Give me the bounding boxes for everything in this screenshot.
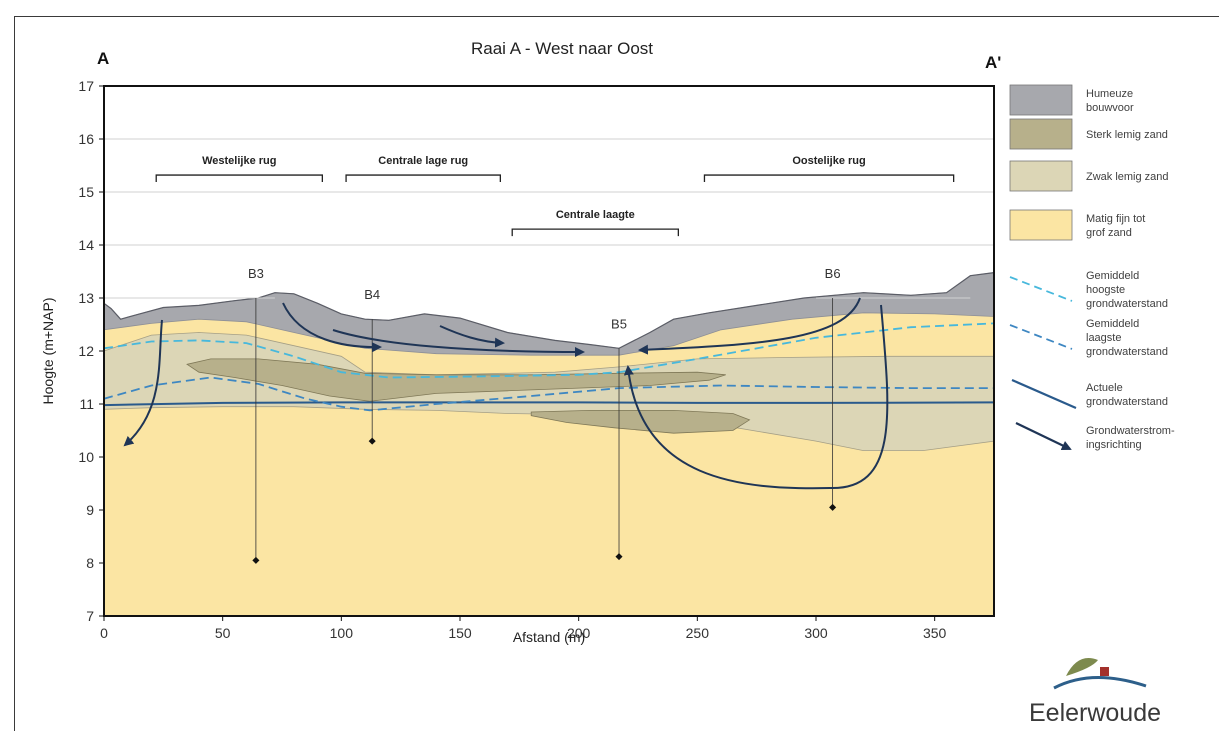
logo-hill-mark — [1066, 658, 1098, 676]
chart-title: Raai A - West naar Oost — [471, 39, 653, 58]
zone-label-4: Oostelijke rug — [792, 155, 865, 167]
x-tick-label-50: 50 — [215, 625, 231, 641]
y-axis-label: Hoogte (m+NAP) — [40, 298, 56, 405]
borehole-end-b4 — [368, 437, 376, 445]
x-tick-label-300: 300 — [804, 625, 828, 641]
plot-layers — [103, 272, 995, 616]
legend-label-grondwaterstromingsrichting: Grondwaterstrom-ingsrichting — [1086, 425, 1175, 451]
legend-label-sterk-lemig-zand: Sterk lemig zand — [1086, 129, 1168, 141]
borehole-end-b5 — [615, 553, 623, 561]
frame-top-border — [14, 16, 1219, 17]
section-start-label: A — [97, 49, 109, 68]
borehole-label-b6: B6 — [825, 266, 841, 281]
y-tick-label-7: 7 — [86, 608, 94, 624]
y-tick-label-9: 9 — [86, 502, 94, 518]
legend-label-zwak-lemig-zand: Zwak lemig zand — [1086, 171, 1169, 183]
x-axis-label: Afstand (m) — [513, 629, 585, 645]
legend-swatch-gemiddeld-laagste-grondwaterstand — [1009, 324, 1073, 350]
legend-swatch-grondwaterstromingsrichting — [1015, 422, 1072, 451]
frame-left-border — [14, 16, 15, 731]
y-tick-label-13: 13 — [78, 290, 94, 306]
zone-label-3: Centrale laagte — [556, 209, 635, 221]
y-tick-label-16: 16 — [78, 131, 94, 147]
grid-lines — [104, 138, 994, 299]
y-tick-label-8: 8 — [86, 555, 94, 571]
zone-label-2: Centrale lage rug — [378, 155, 468, 167]
x-tick-label-150: 150 — [448, 625, 472, 641]
section-end-label: A' — [985, 53, 1001, 72]
y-tick-label-12: 12 — [78, 343, 94, 359]
y-tick-label-14: 14 — [78, 237, 94, 253]
x-tick-label-0: 0 — [100, 625, 108, 641]
legend-swatch-actuele-grondwaterstand — [1011, 378, 1077, 410]
flow-arrows — [123, 297, 889, 490]
zone-brackets: Westelijke rug Centrale lage rugCentrale … — [155, 155, 955, 237]
axes: 7 8 9 10 11 12 13 14 15 16 17 0 50 100 150 200 250 300 350 — [78, 78, 946, 641]
y-tick-label-10: 10 — [78, 449, 94, 465]
zone-bracket-2 — [345, 174, 501, 183]
flow-arrow-4 — [439, 325, 505, 348]
x-tick-label-250: 250 — [686, 625, 710, 641]
zone-bracket-4 — [703, 174, 955, 183]
strong-loam-lens-1 — [186, 358, 726, 402]
legend-swatch-zwak-lemig-zand — [1009, 160, 1073, 192]
logo-red-square — [1100, 667, 1109, 676]
eelerwoude-logo: Eelerwoude — [1029, 658, 1161, 727]
y-tick-label-17: 17 — [78, 78, 94, 94]
highest-groundwater-line — [103, 322, 995, 379]
legend-swatch-gemiddeld-hoogste-grondwaterstand — [1009, 276, 1073, 302]
y-tick-label-11: 11 — [79, 396, 94, 412]
flow-arrow-5 — [638, 297, 861, 355]
borehole-label-b3: B3 — [248, 266, 264, 281]
actual-groundwater-line — [103, 401, 995, 407]
zone-bracket-1 — [155, 174, 323, 183]
logo-wordmark: Eelerwoude — [1029, 699, 1161, 727]
x-tick-label-200: 200 — [567, 625, 591, 641]
y-tick-label-15: 15 — [78, 184, 94, 200]
borehole-label-b4: B4 — [364, 287, 380, 302]
x-tick-label-350: 350 — [923, 625, 947, 641]
borehole-end-b6 — [829, 503, 837, 511]
surface-line — [103, 272, 995, 349]
legend-swatch-sterk-lemig-zand — [1009, 118, 1073, 150]
lowest-groundwater-line — [103, 376, 994, 412]
flow-arrow-1 — [123, 319, 163, 447]
borehole-end-b3 — [252, 556, 260, 564]
flow-arrow-6 — [623, 304, 889, 490]
strong-loam-lens-2 — [530, 409, 751, 434]
zone-bracket-3 — [511, 228, 679, 237]
zone-label-1: Westelijke rug — [202, 155, 276, 167]
x-tick-label-100: 100 — [330, 625, 354, 641]
flow-arrow-3 — [332, 329, 585, 357]
water-level-lines — [103, 322, 995, 412]
flow-arrow-2 — [282, 302, 382, 353]
logo-swoosh — [1053, 676, 1147, 690]
legend-swatch-matig-fijn-tot-grof-zand — [1009, 209, 1073, 241]
borehole-label-b5: B5 — [611, 316, 627, 331]
legend-swatch-humeuze-bouwvoor — [1009, 84, 1073, 116]
